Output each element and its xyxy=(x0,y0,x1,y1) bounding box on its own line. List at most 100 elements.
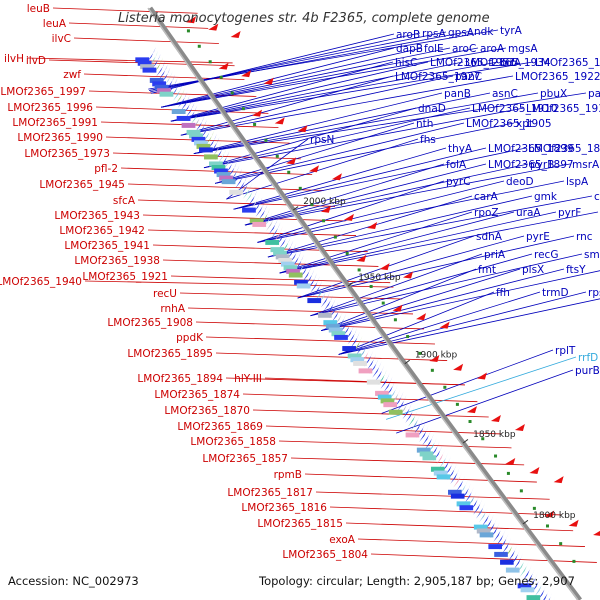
gene-block xyxy=(140,64,154,70)
label-connector xyxy=(205,336,435,345)
gene-label-right: mgsA xyxy=(508,43,538,55)
gene-label-right: lspA xyxy=(566,176,589,188)
forward-gene-arrow xyxy=(367,222,378,230)
gene-label-left: LMOf2365_1817 xyxy=(227,487,313,499)
gene-block xyxy=(353,360,367,366)
tick-mark xyxy=(292,206,299,211)
gene-label-right: LMOf2365_1892 xyxy=(528,143,600,155)
label-connector xyxy=(257,180,445,243)
gene-label-right: rpsP xyxy=(588,287,600,299)
gene-block xyxy=(436,474,451,480)
gene-dot xyxy=(406,335,410,339)
gene-label-right: pyrC xyxy=(446,176,471,188)
gene-label-right: rpsA xyxy=(422,28,446,40)
gene-dot xyxy=(481,437,485,441)
label-connector xyxy=(396,369,574,434)
gene-label-left: sfcA xyxy=(113,195,136,207)
label-connector xyxy=(170,61,534,122)
genome-backbone xyxy=(147,6,583,600)
label-connector xyxy=(338,291,587,355)
label-connector xyxy=(180,75,454,136)
gene-dot xyxy=(253,122,257,126)
forward-gene-arrow xyxy=(286,157,297,165)
label-connector xyxy=(321,268,477,331)
forward-gene-arrow xyxy=(392,304,403,312)
label-connector xyxy=(215,352,448,361)
gene-label-right: ndk xyxy=(474,26,494,38)
label-connector xyxy=(179,292,403,300)
gene-block xyxy=(476,528,491,534)
label-connector xyxy=(215,122,465,184)
gene-label-left: LMOf2365_1940 xyxy=(0,276,82,288)
gene-label-right: LMOf2365_1897 xyxy=(488,159,574,171)
gene-label-left: LMOf2365_1895 xyxy=(127,348,213,360)
label-connector xyxy=(244,163,529,226)
gene-label-right: ftsY xyxy=(566,264,586,276)
forward-gene-arrow xyxy=(379,263,390,271)
gene-label-left: rpmB xyxy=(274,469,302,481)
gene-label-left: LMOf2365_1870 xyxy=(164,405,250,417)
gene-block xyxy=(286,268,300,274)
forward-gene-arrow xyxy=(331,173,342,181)
backbone-arc xyxy=(147,6,583,600)
gene-label-left: LMOf2365_1991 xyxy=(12,117,98,129)
label-connector xyxy=(193,92,587,154)
gene-label-left: ilvH xyxy=(4,53,24,65)
gene-dot xyxy=(430,368,434,372)
label-connector xyxy=(381,349,554,414)
label-connector xyxy=(203,107,471,169)
label-connector xyxy=(127,183,324,191)
gene-block xyxy=(334,334,348,340)
label-connector xyxy=(304,473,537,483)
forward-gene-arrow xyxy=(252,109,263,117)
gene-label-right: xpt xyxy=(516,118,533,130)
tick-label: 1900 kbp xyxy=(415,351,458,361)
gene-block xyxy=(331,331,346,337)
gene-label-left: LMOf2365_1804 xyxy=(282,549,368,561)
backbone-arc-shadow xyxy=(147,7,579,600)
gene-dot xyxy=(393,318,397,322)
gene-block xyxy=(450,493,465,499)
gene-block xyxy=(176,115,191,121)
gene-dot xyxy=(519,489,523,493)
label-connector xyxy=(278,440,512,449)
gene-label-left: ilvC xyxy=(52,33,71,45)
gene-label-left: zwf xyxy=(63,69,81,81)
label-connector xyxy=(170,61,394,122)
gene-label-right: msrA xyxy=(572,159,600,171)
gene-block xyxy=(209,161,223,167)
gene-label-left: LMOf2365_1815 xyxy=(257,518,343,530)
gene-label-right: folA xyxy=(446,159,467,171)
gene-label-right: rplT xyxy=(555,345,576,357)
gene-block xyxy=(430,466,445,472)
gene-dot xyxy=(572,559,576,563)
gene-label-right: rpoZ xyxy=(474,207,499,219)
gene-dot xyxy=(208,60,212,64)
gene-block xyxy=(459,505,474,511)
forward-gene-arrow xyxy=(343,213,354,221)
gene-block xyxy=(273,250,287,256)
label-connector xyxy=(148,29,499,90)
gene-label-left: LMOf2365_1857 xyxy=(202,453,288,465)
gene-dot xyxy=(310,203,314,207)
forward-gene-arrow xyxy=(263,77,274,85)
gene-label-left: rnhA xyxy=(160,303,185,315)
gene-label-right: purB xyxy=(575,365,600,377)
gene-block xyxy=(278,257,293,263)
gene-block xyxy=(270,247,285,253)
gene-label-right: aroC xyxy=(452,43,476,55)
gene-label-left: LMOf2365_1874 xyxy=(154,389,240,401)
tick-mark xyxy=(462,439,469,444)
gene-block xyxy=(199,147,213,153)
forward-gene-arrow xyxy=(466,406,477,414)
gene-label-right: aroA xyxy=(480,43,505,55)
gene-block xyxy=(171,108,186,114)
gene-label-left: LMOf2365_1945 xyxy=(39,179,125,191)
gene-label-right: pyrE xyxy=(526,231,550,243)
gene-label-right: fmt xyxy=(478,264,496,276)
forward-gene-arrow xyxy=(356,254,367,262)
gene-label-right: thyA xyxy=(448,143,473,155)
gene-block xyxy=(377,394,392,400)
reverse-gene-arrow xyxy=(271,222,281,239)
gene-label-right: hisC xyxy=(395,57,417,69)
